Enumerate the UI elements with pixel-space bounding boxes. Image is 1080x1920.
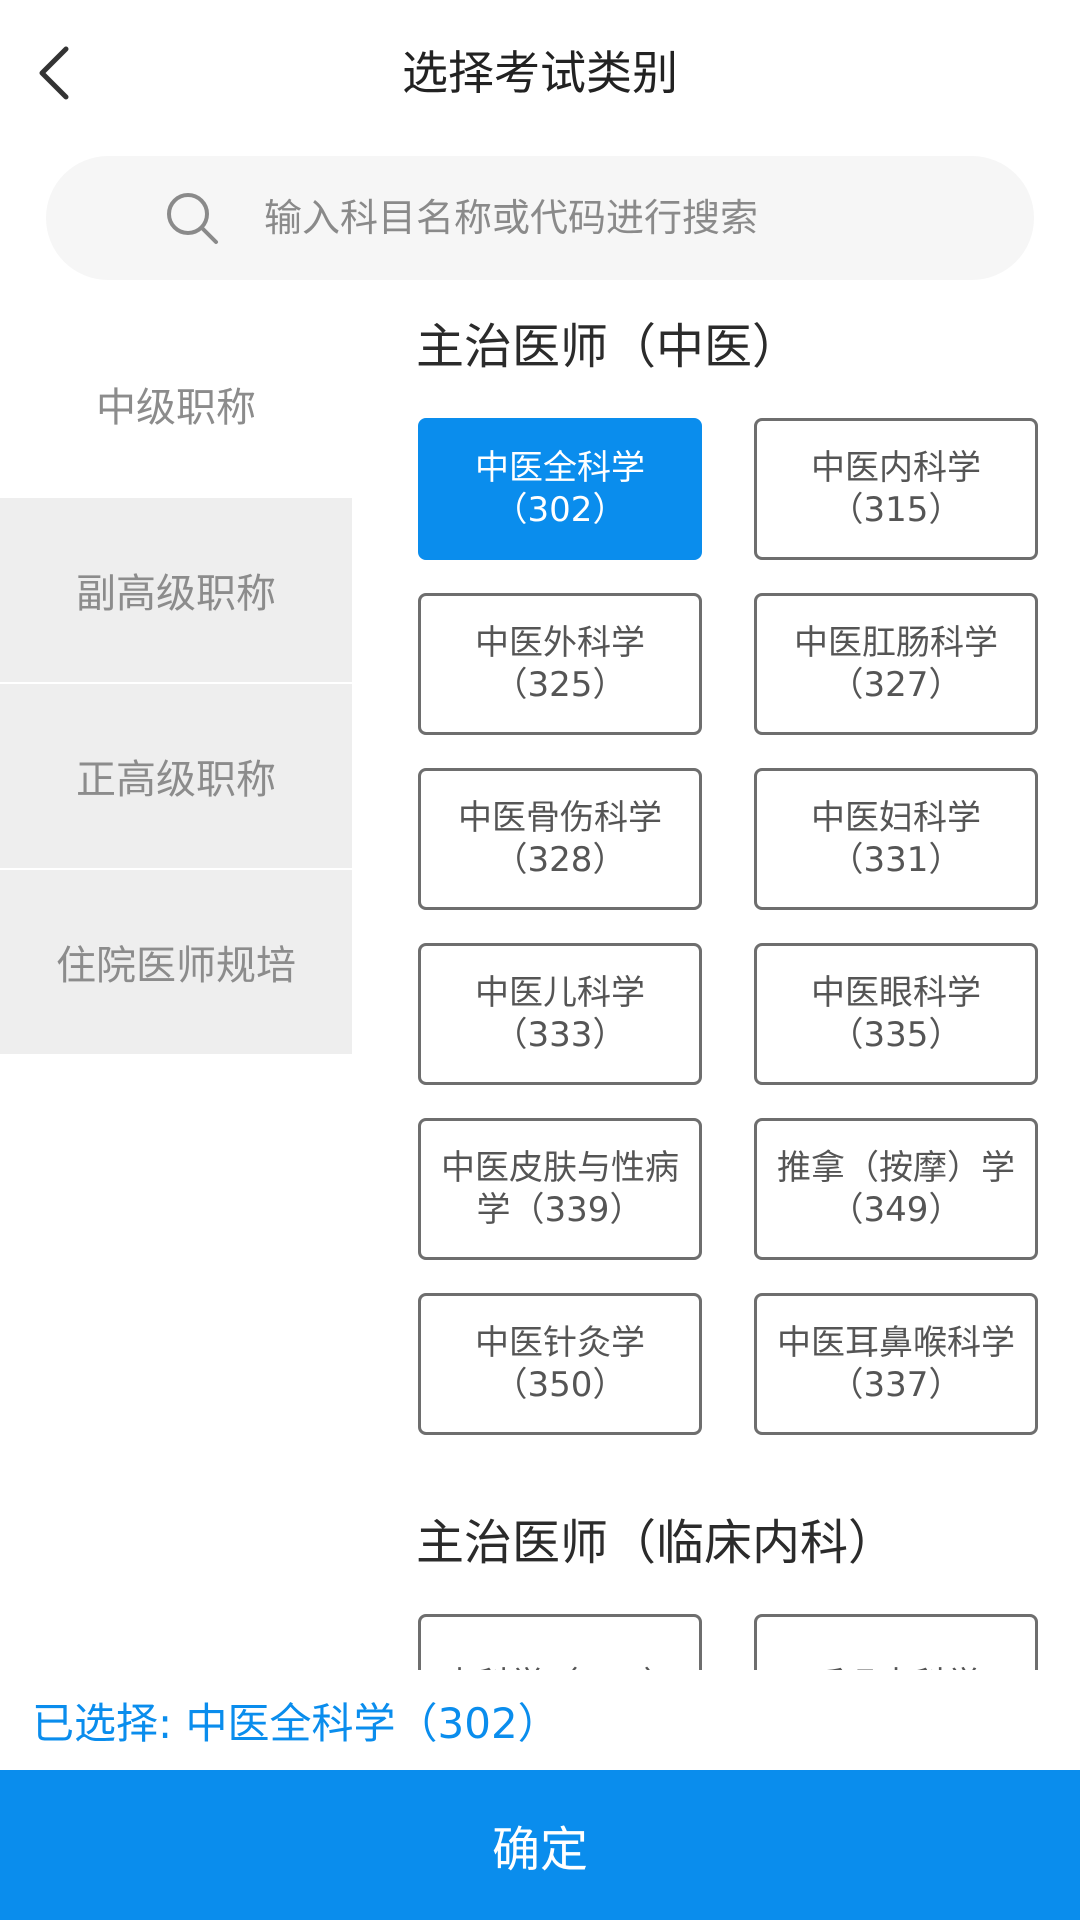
search-input[interactable]: [264, 178, 1004, 258]
page-title: 选择考试类别: [402, 46, 678, 100]
section-title: 主治医师（中医）: [416, 319, 801, 375]
subject-grid: 中医全科学 （302） 中医内科学 （315） 中医外科学 （325） 中医肛肠科学 …: [418, 418, 1058, 1468]
sidebar-item[interactable]: 副高级职称: [0, 498, 352, 684]
subject-card[interactable]: 中医外科学 （325）: [418, 593, 702, 735]
sidebar-item[interactable]: 中级职称: [0, 312, 352, 498]
subject-grid: 内科学（303） 呼吸内科学: [418, 1614, 1058, 1670]
subject-card[interactable]: 中医耳鼻喉科学 （337）: [754, 1293, 1038, 1435]
sidebar-item[interactable]: 住院医师规培: [0, 870, 352, 1056]
subject-card[interactable]: 中医全科学 （302）: [418, 418, 702, 560]
chevron-left-icon: [39, 46, 69, 100]
subject-card[interactable]: 推拿（按摩）学 （349）: [754, 1118, 1038, 1260]
section-title: 主治医师（临床内科）: [416, 1515, 897, 1571]
subject-card[interactable]: 内科学（303）: [418, 1614, 702, 1670]
sidebar-item[interactable]: 正高级职称: [0, 684, 352, 870]
subject-card[interactable]: 呼吸内科学: [754, 1614, 1038, 1670]
subject-card[interactable]: 中医儿科学 （333）: [418, 943, 702, 1085]
subject-card[interactable]: 中医骨伤科学 （328）: [418, 768, 702, 910]
subject-card[interactable]: 中医皮肤与性病 学（339）: [418, 1118, 702, 1260]
subject-card[interactable]: 中医内科学 （315）: [754, 418, 1038, 560]
back-button[interactable]: [24, 38, 84, 108]
selection-summary: 已选择: 中医全科学（302）: [0, 1670, 1080, 1770]
subject-card[interactable]: 中医肛肠科学 （327）: [754, 593, 1038, 735]
confirm-button[interactable]: 确定: [0, 1770, 1080, 1920]
subject-section: 主治医师（临床内科） 内科学（303） 呼吸内科学: [400, 1508, 1060, 1670]
subject-card[interactable]: 中医针灸学 （350）: [418, 1293, 702, 1435]
subject-list[interactable]: 主治医师（中医） 中医全科学 （302） 中医内科学 （315） 中医外科学 （325…: [400, 312, 1060, 1670]
search-bar[interactable]: [46, 156, 1034, 280]
search-icon: [167, 193, 218, 244]
subject-section: 主治医师（中医） 中医全科学 （302） 中医内科学 （315） 中医外科学 （325…: [400, 312, 1060, 1468]
header: 选择考试类别: [0, 0, 1080, 150]
subject-card[interactable]: 中医眼科学 （335）: [754, 943, 1038, 1085]
subject-card[interactable]: 中医妇科学 （331）: [754, 768, 1038, 910]
sidebar: 中级职称副高级职称正高级职称住院医师规培: [0, 312, 352, 1056]
